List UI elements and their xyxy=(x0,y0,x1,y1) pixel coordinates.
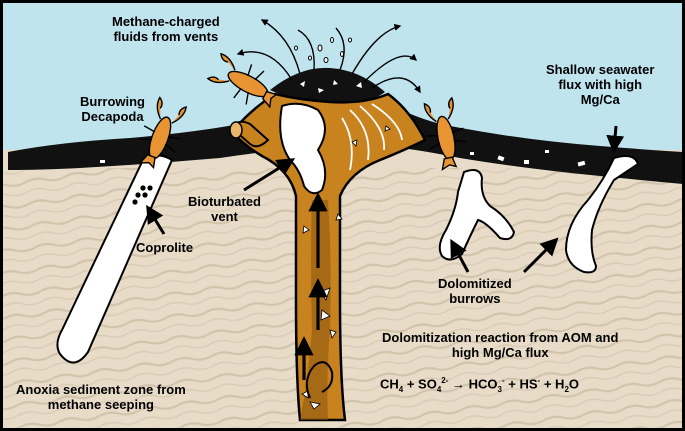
label-dolomitized-line1: Dolomitized xyxy=(438,276,512,291)
label-methane-fluids: Methane-charged fluids from vents xyxy=(112,14,220,44)
mound-streaks xyxy=(341,103,403,171)
label-shallow-line1: Shallow seawater xyxy=(546,62,655,77)
label-anoxia-line2: methane seeping xyxy=(47,397,154,412)
label-methane-fluids-line2: fluids from vents xyxy=(113,29,219,44)
label-bioturbated-vent: Bioturbated vent xyxy=(188,194,261,224)
decapod-icon xyxy=(138,52,467,171)
label-bioturbated-line2: vent xyxy=(211,209,238,224)
eq-h-sub: 2 xyxy=(564,384,569,394)
eq-hs-sup: - xyxy=(537,376,541,385)
eq-arrow: → HCO xyxy=(448,376,498,392)
y-burrow xyxy=(438,169,516,261)
label-anoxia-zone: Anoxia sediment zone from methane seepin… xyxy=(16,382,186,412)
conduit-core xyxy=(300,200,331,420)
coprolite-pellet-icon xyxy=(132,185,153,205)
dome-specks xyxy=(300,80,362,93)
label-dolomitized-burrows: Dolomitized burrows xyxy=(438,276,512,306)
methane-bubble-icon xyxy=(294,37,352,63)
eq-hco-sub: 3 xyxy=(497,384,502,394)
eq-so-sup: 2- xyxy=(441,376,449,385)
conduit-spiral xyxy=(305,361,334,399)
eq-plus3: + H xyxy=(540,376,565,392)
label-burrowing-decapoda: Burrowing Decapoda xyxy=(80,94,145,124)
reaction-equation: CH4 + SO42- → HCO3- + HS- + H2O xyxy=(380,376,579,394)
label-shallow-seawater: Shallow seawater flux with high Mg/Ca xyxy=(546,62,654,107)
label-burrowing-line2: Decapoda xyxy=(81,109,144,124)
vent-branch-end xyxy=(229,121,243,139)
label-methane-fluids-line1: Methane-charged xyxy=(112,14,220,29)
eq-ch-sub: 4 xyxy=(398,384,404,394)
label-anoxia-line1: Anoxia sediment zone from xyxy=(16,382,186,397)
eq-ch: CH xyxy=(380,376,399,392)
label-shallow-line2: flux with high xyxy=(558,77,643,92)
eq-o: O xyxy=(568,376,580,392)
label-coprolite: Coprolite xyxy=(136,240,194,255)
label-shallow-line3: Mg/Ca xyxy=(580,92,620,107)
label-burrowing-line1: Burrowing xyxy=(80,94,145,109)
label-dolomitization-reaction: Dolomitization reaction from AOM and hig… xyxy=(382,330,618,360)
label-arrows xyxy=(146,125,625,274)
j-burrow xyxy=(564,155,640,274)
eq-hco-sup: - xyxy=(502,376,505,385)
eq-plus2: + HS xyxy=(504,376,538,392)
eq-plus1: + SO xyxy=(403,376,437,392)
methane-fluid-curves xyxy=(236,19,421,94)
vent-flow-arrow-icon xyxy=(294,192,328,380)
label-bioturbated-line1: Bioturbated xyxy=(188,194,261,209)
label-dolomitized-line2: burrows xyxy=(449,291,501,306)
label-reaction-line2: high Mg/Ca flux xyxy=(451,345,549,360)
label-reaction-line1: Dolomitization reaction from AOM and xyxy=(382,330,619,345)
mound-dome xyxy=(270,67,385,103)
eq-so-sub: 4 xyxy=(436,384,442,394)
